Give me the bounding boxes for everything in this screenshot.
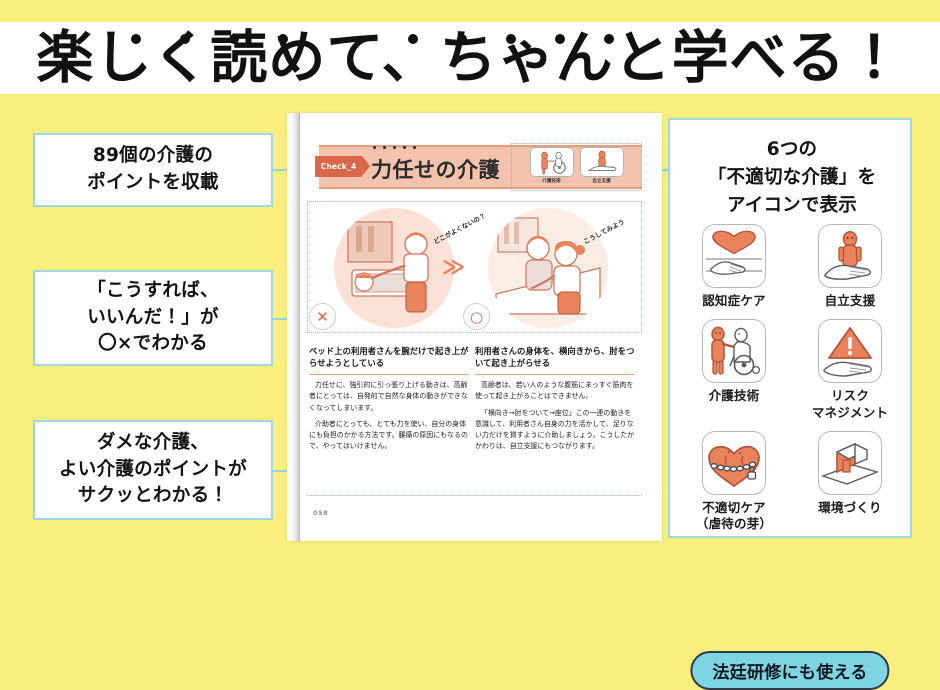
mini-icon-label: 自立支援 <box>592 179 611 184</box>
body-column-good: 利用者さんの身体を、横向きから、肘をついて起き上がらせる 高齢者は、若い人のよう… <box>475 345 635 452</box>
hand-person-icon <box>579 147 624 177</box>
check-tag: Check_4 <box>315 156 370 177</box>
wheelchair-icon <box>529 147 574 177</box>
mini-icon-hand-person: 自立支援 <box>579 147 624 187</box>
callout-good-bad-care-text: ダメな介護、よい介護のポイントがサクッとわかる！ <box>58 431 247 507</box>
column-paragraph: 力任せに、強引的に引っ張り上げる動きは、高齢者にとっては、自発的で自然な身体の動… <box>309 381 468 412</box>
book-spine-line <box>299 113 300 541</box>
column-rule <box>475 373 635 376</box>
chapter-title: 力任せの介護 <box>371 158 500 182</box>
transition-arrow-icon: ≫ <box>442 255 466 280</box>
column-paragraph: 高齢者は、若い人のような腹筋にまっすぐ筋肉を使って起き上がることはできません。 <box>475 381 634 401</box>
chained-heart-icon <box>702 430 766 495</box>
illustration-bad <box>334 208 454 328</box>
icon-label: 認知症ケア <box>702 293 766 308</box>
column-heading: 利用者さんの身体を、横向きから、肘をついて起き上がらせる <box>475 346 635 369</box>
illustration-good <box>488 208 608 328</box>
icon-cell-dementia-care: 認知症ケア <box>682 224 786 309</box>
house-icon <box>818 430 882 495</box>
hand-person-icon <box>818 224 882 288</box>
icon-label: リスクマネジメント <box>811 388 889 420</box>
icon-label: 自立支援 <box>824 293 876 308</box>
icon-cell-risk-management: リスクマネジメント <box>798 319 902 421</box>
icon-label: 環境づくり <box>818 499 882 515</box>
emphasis-dots <box>0 34 940 56</box>
callout-maru-batsu: 「こうすれば、いいんだ！」が〇×でわかる <box>33 270 273 366</box>
icons-panel-title: 6つの「不適切な介護」をアイコンで表示 <box>707 139 877 216</box>
mini-icon-wheelchair: 介護技術 <box>529 147 574 187</box>
furigana-dots <box>373 146 416 149</box>
page-number: 058 <box>313 509 329 517</box>
callout-points-count-text: 89個の介護のポイントを収載 <box>87 145 219 193</box>
icon-cell-environment: 環境づくり <box>798 430 902 533</box>
icons-panel: 6つの「不適切な介護」をアイコンで表示 認知症ケア <box>668 118 912 690</box>
mini-icon-label: 介護技術 <box>542 179 561 184</box>
cross-mark: ✕ <box>309 303 336 330</box>
icon-cell-care-technique: 介護技術 <box>682 319 786 421</box>
connector-line-1 <box>273 169 299 171</box>
icon-cell-independence-support: 自立支援 <box>798 224 902 309</box>
book-page-preview: Check_4 力任せの介護 <box>287 113 662 541</box>
callout-points-count: 89個の介護のポイントを収載 <box>33 133 273 207</box>
column-paragraph: 「横向き→肘をついて→座位」この一連の動きを意識して、利用者さん自身の力を活かし… <box>475 408 635 451</box>
illustration-caption-bad: どこがよくないの？ <box>432 211 488 246</box>
book-spine <box>287 113 299 541</box>
column-rule <box>309 373 469 376</box>
status-badge: 法廷研修にも使える <box>690 651 890 690</box>
column-paragraph: 介助者にとっても、とても力を使い、自分の身体にも負担のかかる方法です。腰痛の原因… <box>309 419 468 451</box>
mini-icon-row: 介護技術 自立支援 <box>511 143 642 191</box>
callout-good-bad-care: ダメな介護、よい介護のポイントがサクッとわかる！ <box>33 420 273 520</box>
icon-label: 不適切ケア（虐待の芽） <box>695 499 773 531</box>
icon-grid: 認知症ケア 自立支援 <box>682 224 902 532</box>
poster-root: 楽しく読めて、ちゃんと学べる！ 89個の介護のポイントを収載 「こうすれば、いい… <box>0 22 940 690</box>
column-heading: ベッド上の利用者さんを腕だけで起き上がらせようとしている <box>309 346 469 369</box>
wheelchair-icon <box>702 319 766 384</box>
warning-hand-icon <box>818 319 882 384</box>
icon-label: 介護技術 <box>708 388 760 404</box>
connector-line-2a <box>273 318 293 320</box>
circle-mark: ○ <box>463 303 490 330</box>
body-column-bad: ベッド上の利用者さんを腕だけで起き上がらせようとしている 力任せに、強引的に引っ… <box>309 345 469 452</box>
title-band: 楽しく読めて、ちゃんと学べる！ <box>0 22 940 94</box>
illustration-frame: どこがよくないの？ こうしてみよう <box>307 201 642 333</box>
connector-line-3a <box>273 470 293 472</box>
heart-handshake-icon <box>702 224 766 288</box>
page-divider <box>307 495 642 496</box>
page-title: 楽しく読めて、ちゃんと学べる！ <box>36 25 904 91</box>
callout-maru-batsu-text: 「こうすれば、いいんだ！」が〇×でわかる <box>87 279 219 355</box>
icon-cell-inappropriate-care: 不適切ケア（虐待の芽） <box>682 430 786 533</box>
